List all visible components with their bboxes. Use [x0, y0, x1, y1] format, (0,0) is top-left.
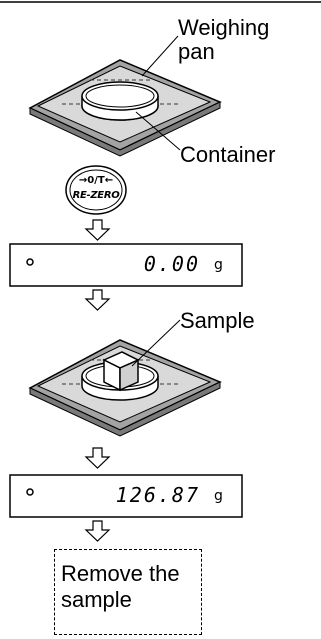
- display-2-value: 126.87: [115, 483, 200, 507]
- weighing-pan-leader: [141, 35, 179, 77]
- stable-mark-icon: [26, 488, 34, 496]
- stable-mark-icon: [26, 258, 34, 266]
- container-leader: [135, 111, 181, 151]
- sample-label: Sample: [180, 308, 255, 333]
- weighing-pan-label-line1: Weighing: [178, 15, 270, 40]
- display-frame-2: [9, 474, 243, 518]
- sample-leader: [131, 319, 181, 367]
- down-arrow-icon: [84, 289, 111, 311]
- display-1-value: 0.00: [143, 252, 200, 276]
- down-arrow-icon: [84, 219, 111, 241]
- display-frame-1: [9, 243, 243, 287]
- re-zero-button-shape: [65, 165, 127, 215]
- weighing-pan-label-line2: pan: [178, 39, 215, 64]
- down-arrow-icon: [84, 447, 111, 469]
- remove-sample-line2: sample: [61, 587, 132, 612]
- sample-cube-icon: [102, 351, 140, 392]
- re-zero-button[interactable]: →0/T← RE-ZERO: [66, 166, 126, 214]
- container-label: Container: [180, 142, 276, 167]
- display-1-unit: g: [214, 257, 223, 273]
- remove-sample-line1: Remove the: [61, 561, 180, 586]
- display-2-unit: g: [214, 488, 223, 504]
- re-zero-symbol: →0/T←: [78, 175, 114, 186]
- remove-sample-step: Remove the sample: [54, 549, 202, 635]
- down-arrow-icon: [84, 520, 111, 542]
- re-zero-label: RE-ZERO: [72, 190, 120, 201]
